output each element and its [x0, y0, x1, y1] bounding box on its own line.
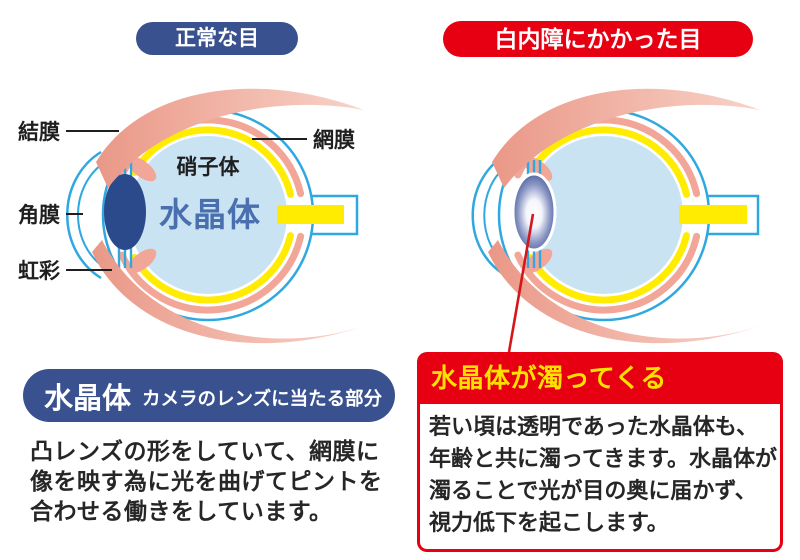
- iris-label: 虹彩: [18, 260, 60, 283]
- lens-heading-sub: カメラのレンズに当たる部分: [142, 387, 383, 409]
- cataract-info-heading: 水晶体が濁ってくる: [417, 352, 783, 404]
- vitreous-label: 硝子体: [177, 156, 241, 179]
- lens-description-line: 凸レンズの形をしていて、網膜に: [30, 438, 380, 464]
- cataract-info-line: 濁ることで光が目の奥に届かず、: [429, 478, 757, 503]
- ciliary-body: [523, 156, 553, 274]
- lens-description-line: 像を映す為に光を曲げてピントを: [30, 468, 383, 494]
- lens-heading-pill: 水晶体 カメラのレンズに当たる部分: [23, 369, 395, 422]
- retina-label: 網膜: [313, 128, 355, 152]
- normal-eye-diagram: 硝子体 水晶体 結膜 角膜 虹彩 網膜: [18, 88, 364, 344]
- cataract-eye-title: 白内障にかかった目: [443, 21, 753, 57]
- callout-lines: [66, 130, 307, 271]
- retina-ring: [526, 126, 690, 304]
- normal-eye-title: 正常な目: [136, 22, 298, 55]
- cloudy-lens: [511, 172, 557, 252]
- cataract-pointer-line: [507, 213, 535, 353]
- cataract-info-line: 視力低下を起こします。: [429, 510, 669, 535]
- cataract-info-line: 若い頃は透明であった水晶体も、: [429, 414, 759, 439]
- clear-lens: [104, 174, 146, 250]
- lens-description: 凸レンズの形をしていて、網膜に 像を映す為に光を曲げてピントを 合わせる働きをし…: [30, 436, 383, 526]
- eyelids: [92, 88, 364, 344]
- lens-description-line: 合わせる働きをしています。: [30, 498, 333, 524]
- optic-nerve-band: [277, 205, 344, 224]
- ciliary-body: [127, 156, 157, 274]
- cornea-label: 角膜: [18, 203, 60, 227]
- cataract-info-line: 年齢と共に濁ってきます。水晶体が: [429, 446, 778, 471]
- cataract-info-box: 水晶体が濁ってくる 若い頃は透明であった水晶体も、 年齢と共に濁ってきます。水晶…: [417, 352, 783, 552]
- vitreous-body: [129, 136, 287, 294]
- optic-nerve-band: [679, 205, 747, 224]
- lens-heading: 水晶体: [44, 382, 132, 415]
- cataract-eye-diagram: [471, 88, 760, 353]
- retina-ring: [130, 126, 294, 304]
- cataract-info-body: 若い頃は透明であった水晶体も、 年齢と共に濁ってきます。水晶体が 濁ることで光が…: [417, 404, 783, 552]
- vitreous-body: [525, 136, 683, 294]
- lens-label: 水晶体: [159, 196, 261, 233]
- conjunctiva-label: 結膜: [18, 120, 60, 144]
- eyelids: [488, 88, 760, 344]
